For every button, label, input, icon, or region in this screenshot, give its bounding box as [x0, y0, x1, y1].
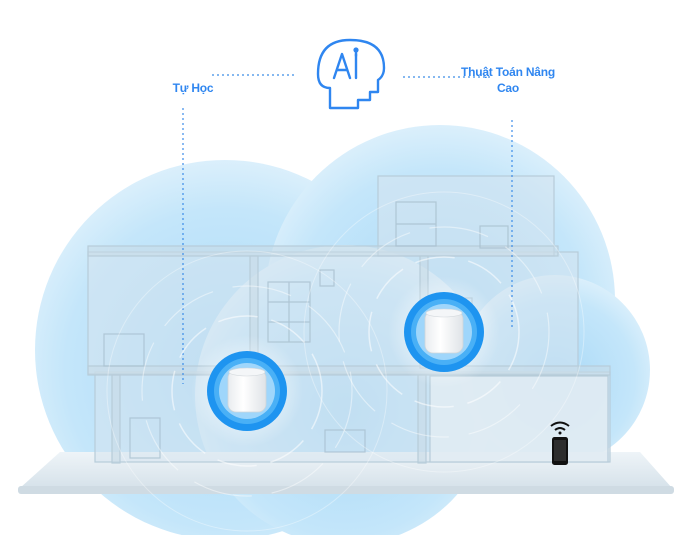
house-structure: [87, 175, 611, 464]
mesh-router-icon: [424, 308, 464, 354]
smartphone-wifi-icon: [550, 421, 570, 465]
self-learning-label: Tự Học: [172, 81, 214, 95]
advanced-algorithm-label: Thuật Toán Nâng Cao: [460, 65, 556, 95]
mesh-router-icon: [227, 367, 267, 413]
router-right: [303, 191, 585, 473]
ai-head-icon: [316, 38, 386, 110]
furniture: [103, 201, 509, 459]
router-left: [106, 250, 388, 532]
connector-lines: [182, 74, 513, 384]
